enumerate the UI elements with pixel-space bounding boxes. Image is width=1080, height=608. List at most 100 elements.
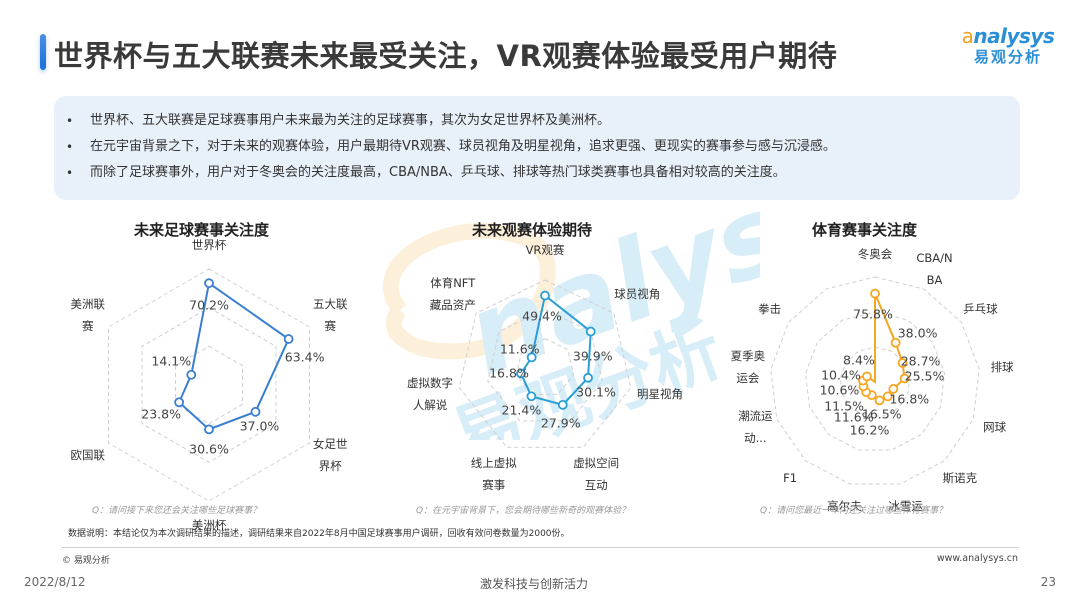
radar-axis-label: 美洲杯 bbox=[191, 518, 227, 532]
chart-question-football: Q：请问接下来您还会关注哪些足球赛事？ bbox=[92, 506, 262, 516]
radar-data-point[interactable] bbox=[526, 391, 537, 402]
title-accent-bar bbox=[40, 34, 46, 70]
radar-data-point[interactable] bbox=[882, 391, 893, 402]
radar-axis-label: 美洲联赛 bbox=[70, 297, 106, 333]
radar-value-label: 11.6% bbox=[499, 341, 540, 357]
radar-data-point[interactable] bbox=[204, 278, 214, 289]
radar-value-label: 63.4% bbox=[284, 349, 325, 365]
radar-grid-ring bbox=[804, 311, 946, 451]
radar-data-point[interactable] bbox=[870, 288, 880, 299]
radar-axis-label: VR观赛 bbox=[525, 243, 565, 257]
radar-axis-label: 排球 bbox=[990, 359, 1014, 374]
radar-axis-label: 五大联赛 bbox=[312, 297, 348, 333]
analysys-logo: analysys 易观分析 bbox=[958, 24, 1058, 67]
radar-axis-label: 球员视角 bbox=[614, 287, 661, 302]
radar-data-point[interactable] bbox=[897, 358, 908, 368]
radar-grid-ring bbox=[141, 307, 277, 463]
radar-value-label: 10.4% bbox=[821, 367, 861, 383]
radar-data-point[interactable] bbox=[174, 397, 185, 408]
radar-data-point[interactable] bbox=[888, 384, 899, 394]
summary-bullet: 在元宇宙背景之下，对于未来的观赛体验，用户最期待VR观赛、球员视角及明星视角，追… bbox=[66, 134, 1020, 160]
data-note: 数据说明：本结论仅为本次调研结果的描述，调研结果来自2022年8月中国足球赛事用… bbox=[68, 529, 570, 539]
footer-divider bbox=[62, 547, 1019, 548]
chart-title-viewing: 未来观赛体验期待 bbox=[472, 221, 593, 239]
page-number: 23 bbox=[1040, 575, 1056, 589]
radar-value-label: 8.4% bbox=[843, 352, 875, 368]
radar-data-point[interactable] bbox=[540, 290, 550, 301]
radar-value-label: 11.6% bbox=[833, 409, 874, 425]
radar-grid-ring bbox=[458, 279, 632, 448]
radar-value-label: 16.5% bbox=[861, 406, 902, 422]
radar-grid-ring bbox=[770, 276, 980, 485]
radar-axis-label: 拳击 bbox=[758, 302, 782, 317]
radar-axis-label: 虚拟空间互动 bbox=[573, 456, 620, 493]
chart-question-sports: Q：请问您最近一年内还关注过哪些体育赛事？ bbox=[760, 506, 948, 516]
radar-value-label: 28.7% bbox=[900, 353, 941, 369]
chart-title-football: 未来足球赛事关注度 bbox=[134, 221, 270, 239]
radar-value-label: 21.4% bbox=[501, 402, 542, 418]
radar-axis-label: F1 bbox=[783, 470, 798, 485]
radar-data-point[interactable] bbox=[557, 399, 568, 410]
chart-title-sports: 体育赛事关注度 bbox=[812, 221, 918, 239]
page-title: 世界杯与五大联赛未来最受关注，VR观赛体验最受用户期待 bbox=[54, 39, 838, 73]
radar-value-label: 16.2% bbox=[849, 422, 890, 438]
radar-value-label: 75.8% bbox=[853, 306, 893, 322]
radar-data-point[interactable] bbox=[250, 406, 261, 417]
chart-question-viewing: Q：在元宇宙背景下，您会期待哪些新奇的观赛体验？ bbox=[416, 506, 631, 516]
radar-value-label: 25.5% bbox=[904, 368, 945, 384]
radar-value-label: 38.0% bbox=[897, 325, 938, 341]
radar-grid-ring bbox=[487, 308, 603, 422]
radar-data-point[interactable] bbox=[890, 337, 901, 348]
radar-value-label: 39.9% bbox=[572, 348, 613, 363]
radar-value-label: 27.9% bbox=[540, 415, 581, 431]
radar-value-label: 14.1% bbox=[151, 353, 192, 369]
radar-data-point[interactable] bbox=[899, 373, 910, 384]
radar-axis-label: 冬奥会 bbox=[857, 247, 893, 261]
radar-axis-label: 明星视角 bbox=[637, 387, 684, 402]
radar-value-label: 10.6% bbox=[819, 382, 860, 398]
summary-bullet: 而除了足球赛事外，用户对于冬奥会的关注度最高，CBA/NBA、乒乓球、排球等热门… bbox=[66, 160, 1020, 186]
radar-axis-label: 欧国联 bbox=[70, 448, 106, 462]
logo-chinese: 易观分析 bbox=[973, 48, 1042, 66]
radar-data-point[interactable] bbox=[283, 334, 294, 344]
radar-data-point[interactable] bbox=[204, 424, 214, 435]
summary-box: 世界杯、五大联赛是足球赛事用户未来最为关注的足球赛事，其次为女足世界杯及美洲杯。… bbox=[54, 96, 1020, 200]
radar-axis-label: 夏季奥运会 bbox=[730, 348, 766, 385]
slogan: 激发科技与创新活力 bbox=[480, 577, 589, 591]
radar-value-label: 16.8% bbox=[889, 391, 930, 407]
radar-data-point[interactable] bbox=[862, 371, 872, 382]
radar-grid-ring bbox=[515, 338, 575, 395]
copyright: © 易观分析 bbox=[62, 556, 110, 566]
radar-data-point[interactable] bbox=[874, 395, 885, 406]
radar-data-point[interactable] bbox=[583, 372, 593, 383]
radar-grid-ring bbox=[175, 345, 243, 425]
summary-bullet: 世界杯、五大联赛是足球赛事用户未来最为关注的足球赛事，其次为女足世界杯及美洲杯。 bbox=[66, 108, 1020, 134]
radar-axis-label: 虚拟数字人解说 bbox=[406, 376, 453, 413]
radar-value-label: 30.1% bbox=[576, 384, 616, 400]
radar-data-point[interactable] bbox=[585, 326, 596, 337]
radar-value-label: 49.4% bbox=[522, 308, 562, 324]
radar-axis-label: 潮流运动... bbox=[738, 409, 773, 446]
radar-axis-label: 冰雪运 bbox=[888, 499, 923, 514]
radar-value-label: 16.8% bbox=[489, 365, 529, 381]
radar-axis-label: 线上虚拟赛事 bbox=[470, 456, 517, 493]
radar-axis-label: 世界杯 bbox=[191, 238, 227, 252]
logo-english: analysys bbox=[961, 24, 1055, 48]
report-date: 2022/8/12 bbox=[24, 575, 86, 589]
radar-value-label: 23.8% bbox=[141, 406, 181, 422]
radar-axis-label: 高尔夫 bbox=[827, 499, 862, 514]
radar-grid-ring bbox=[108, 268, 310, 502]
radar-axis-label: 乒乓球 bbox=[963, 302, 998, 317]
radar-axis-label: 网球 bbox=[983, 420, 1007, 435]
radar-value-label: 11.5% bbox=[824, 398, 864, 414]
radar-data-point[interactable] bbox=[526, 352, 537, 363]
website-link[interactable]: www.analysys.cn bbox=[936, 553, 1018, 564]
radar-axis-label: 女足世界杯 bbox=[312, 437, 348, 473]
radar-data-point[interactable] bbox=[186, 369, 197, 380]
radar-value-label: 37.0% bbox=[239, 418, 280, 434]
radar-data-point[interactable] bbox=[516, 368, 526, 379]
radar-axis-label: 斯诺克 bbox=[942, 470, 978, 485]
